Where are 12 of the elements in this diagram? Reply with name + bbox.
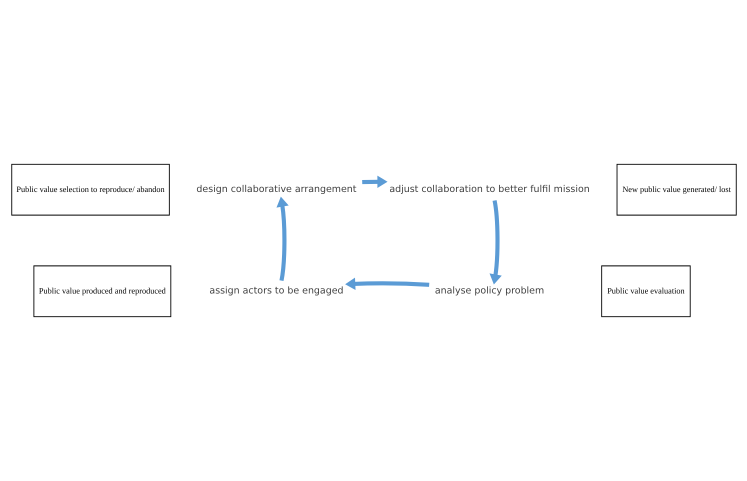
node-text: adjust collaboration to better fulfil mission — [388, 184, 590, 195]
arrow — [362, 176, 388, 188]
node-box: Public value evaluation — [600, 265, 690, 318]
node-text: analyse policy problem — [434, 286, 544, 296]
node-text: assign actors to be engaged — [208, 286, 344, 296]
arrow — [344, 278, 429, 290]
node-box: Public value produced and reproduced — [32, 265, 171, 318]
node-box: Public value selection to reproduce/ abandon — [10, 164, 170, 216]
arrow — [489, 200, 502, 285]
node-text: design collaborative arrangement — [196, 184, 356, 195]
node-box: New public value generated/ lost — [616, 164, 736, 216]
arrow — [276, 196, 288, 281]
